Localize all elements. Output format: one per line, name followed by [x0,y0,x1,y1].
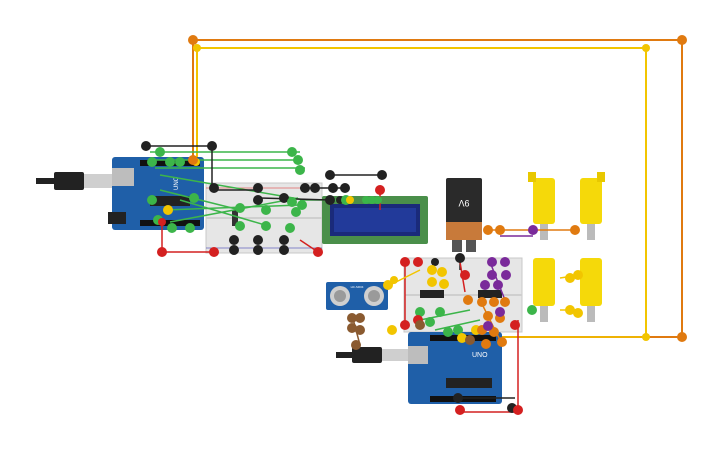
sensor-label: HC-SR04 [351,285,364,289]
dc-motor-2[interactable] [580,172,605,240]
battery-label: 9V [458,198,469,208]
uno-left-logo: UNO [174,176,180,190]
lcd-display[interactable] [322,196,428,244]
power-loop-wires [188,35,687,342]
dc-motor-3[interactable] [533,258,555,322]
connector-pins[interactable] [141,141,583,415]
dc-motor-1[interactable] [528,172,555,240]
battery-9v[interactable]: 9V [446,178,482,252]
usb-cable-left [36,172,114,190]
uno-bottom-logo: UNO [472,352,488,359]
ultrasonic-sensor[interactable]: HC-SR04 [326,282,388,310]
usb-cable-bottom [336,347,410,363]
dc-motor-4[interactable] [580,258,602,322]
